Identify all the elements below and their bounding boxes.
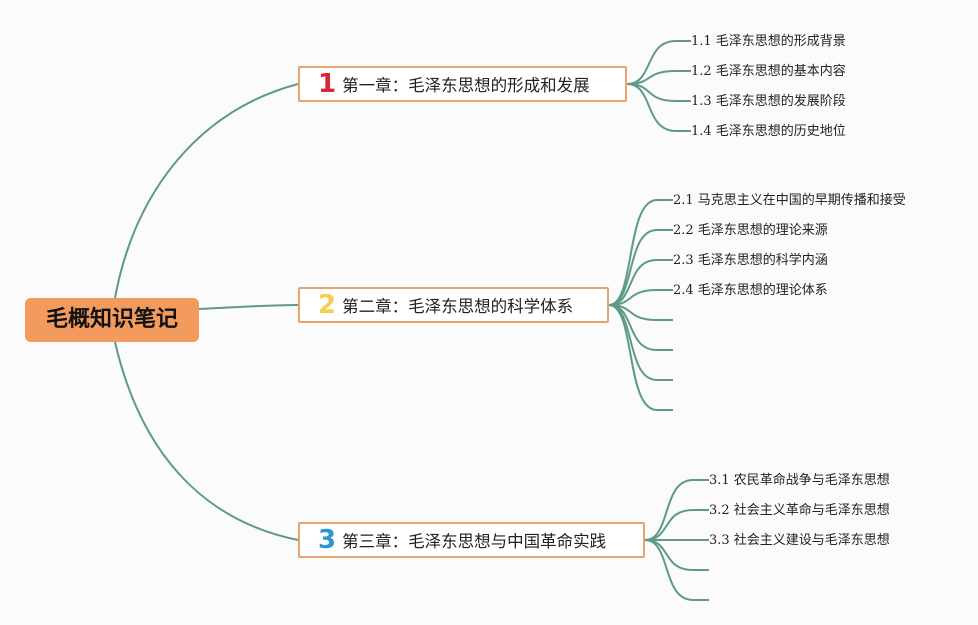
branch-ch1-4 [626, 83, 691, 132]
branch-ch2-7 [608, 304, 673, 381]
chapter-1-node[interactable]: 1 第一章：毛泽东思想的形成和发展 [298, 66, 627, 102]
chapter-2-label: 第二章：毛泽东思想的科学体系 [342, 297, 574, 316]
branch-ch3-5 [644, 539, 709, 601]
branch-ch2-8 [608, 304, 673, 411]
branch-ch2-1 [608, 199, 673, 306]
branch-ch2-4 [608, 289, 673, 306]
branch-ch3-1 [644, 479, 709, 541]
chapter-3-node[interactable]: 3 第三章：毛泽东思想与中国革命实践 [298, 522, 645, 558]
connector-root-chapter-1 [114, 83, 299, 299]
branch-ch2-3 [608, 259, 673, 306]
chapter-1-label: 第一章：毛泽东思想的形成和发展 [342, 76, 590, 95]
root-node[interactable]: 毛概知识笔记 [25, 298, 199, 342]
chapter-3-number: 3 [318, 525, 337, 555]
branch-ch2-2 [608, 229, 673, 306]
connector-root-chapter-3 [114, 341, 299, 541]
chapter-1-number: 1 [318, 69, 337, 99]
branch-ch1-2 [626, 70, 691, 85]
branch-ch1-1 [626, 40, 691, 85]
branch-ch3-2 [644, 509, 709, 541]
chapter-3-label: 第三章：毛泽东思想与中国革命实践 [342, 532, 607, 551]
connector-root-chapter-2 [198, 304, 299, 310]
chapter-2-node[interactable]: 2 第二章：毛泽东思想的科学体系 [298, 287, 609, 323]
chapter-2-number: 2 [318, 290, 337, 320]
